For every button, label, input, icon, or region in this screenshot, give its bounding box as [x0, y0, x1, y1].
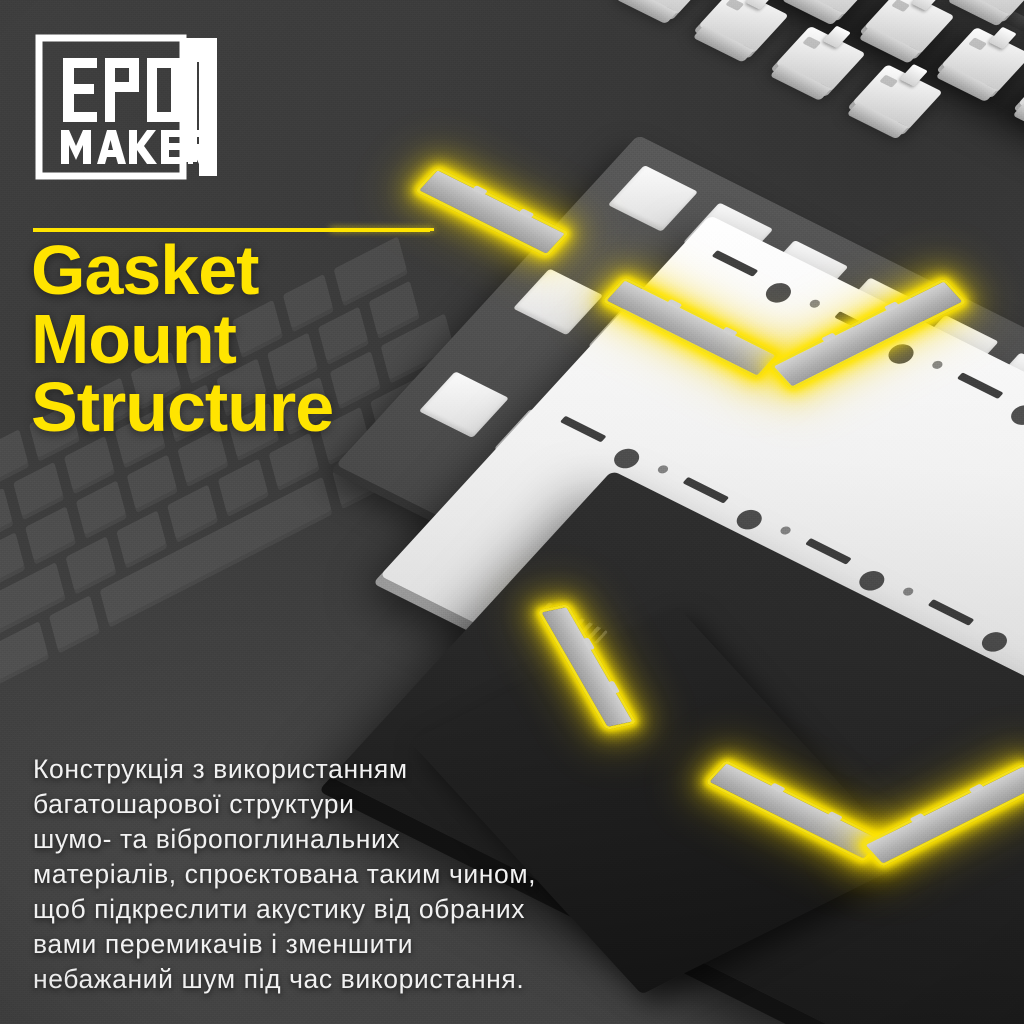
gasket-strip-highlight: [601, 276, 781, 380]
stabilizer-cluster: [689, 425, 779, 491]
title-line-3: Structure: [31, 368, 334, 447]
gasket-strip-highlight: [414, 166, 570, 258]
title-divider-rule: [33, 228, 430, 232]
description-line-3: шумо- та вібропоглинальних: [33, 824, 401, 854]
keyboard-pcb-layer: [335, 135, 1024, 795]
stabilizer-cluster: [774, 461, 864, 527]
description-line-2: багатошарової структури: [33, 789, 355, 819]
mechanical-switch: [852, 64, 943, 134]
mechanical-switch: [698, 0, 789, 57]
gasket-strip-highlight: [769, 278, 967, 390]
description-line-4: матеріалів, спроєктована таким чином,: [33, 859, 537, 889]
switch-array-layer: [214, 0, 1024, 597]
description-text: Конструкція з використанням багатошарово…: [33, 752, 763, 997]
title-line-2: Mount: [31, 299, 237, 378]
mechanical-switch: [787, 0, 878, 20]
mechanical-switch: [941, 26, 1024, 96]
description-line-6: вами перемикачів і зменшити: [33, 929, 414, 959]
mechanical-switch: [1017, 65, 1024, 132]
case-vent-slots: [537, 602, 609, 644]
mechanical-switch: [864, 0, 955, 58]
title-line-1: Gasket: [31, 231, 259, 309]
mechanical-switch: [775, 25, 866, 95]
description-line-7: небажаний шум під час використання.: [33, 964, 525, 994]
description-line-1: Конструкція з використанням: [33, 754, 408, 784]
mechanical-switch: [952, 0, 1024, 21]
description-line-5: щоб підкреслити акустику від обраних: [33, 894, 526, 924]
keyboard-top-bezel: [440, 0, 1024, 195]
mechanical-switch: [621, 0, 712, 18]
page-title: Gasket Mount Structure: [31, 231, 334, 447]
gasket-strip-highlight: [537, 603, 637, 731]
epomaker-logo: [33, 32, 223, 182]
gasket-strip-highlight: [861, 762, 1024, 868]
